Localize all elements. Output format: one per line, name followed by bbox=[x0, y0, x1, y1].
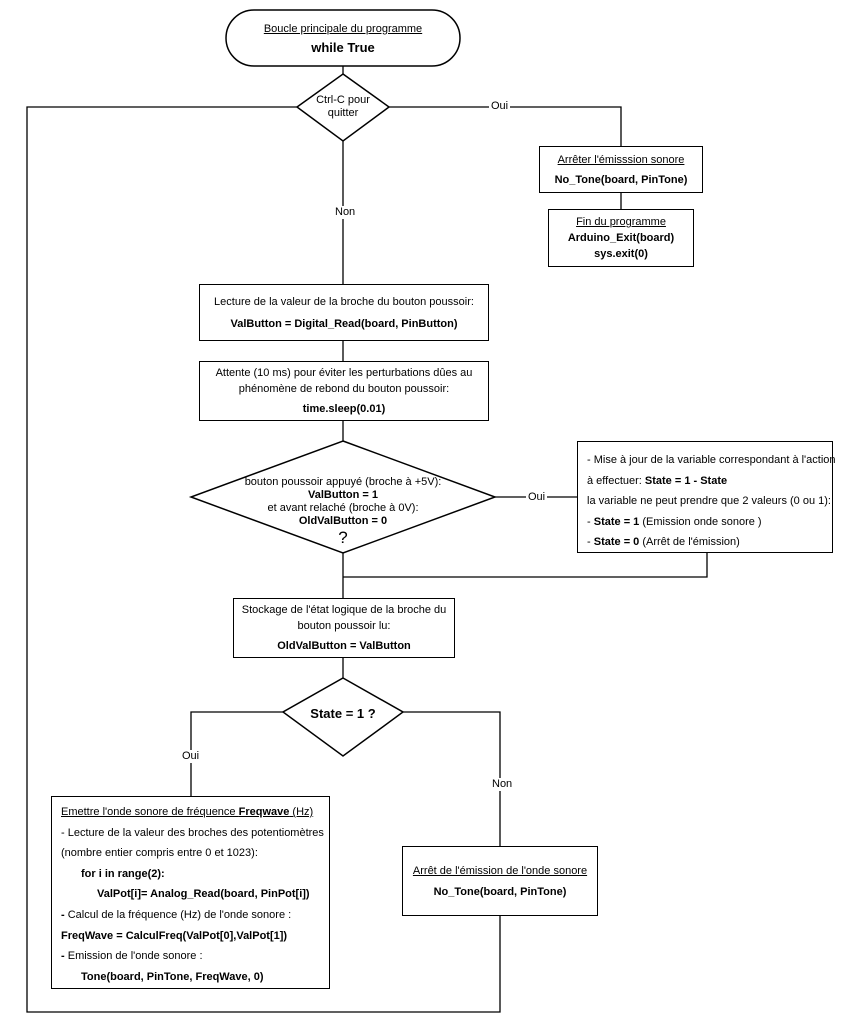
emit-line2: (nombre entier compris entre 0 et 1023): bbox=[61, 847, 258, 860]
emit-line7: - Emission de l'onde sonore : bbox=[61, 950, 203, 963]
stop-sound-code: No_Tone(board, PinTone) bbox=[554, 173, 688, 186]
connector-quit-oui bbox=[389, 106, 622, 146]
start-terminal-shape bbox=[225, 9, 461, 67]
button-decision-line4: OldValButton = 0 bbox=[298, 515, 388, 527]
button-decision-line3: et avant relaché (broche à 0V): bbox=[267, 502, 419, 514]
update-state-box: - Mise à jour de la variable corresponda… bbox=[577, 441, 836, 553]
button-decision-shape bbox=[188, 440, 498, 554]
connector-loop-back bbox=[26, 106, 501, 1013]
connector-update-return bbox=[343, 553, 708, 578]
update-state-line4: - State = 1 (Emission onde sonore ) bbox=[587, 515, 762, 528]
start-title: Boucle principale du programme bbox=[263, 22, 423, 35]
stop-wave-code: No_Tone(board, PinTone) bbox=[433, 885, 567, 898]
update-state-line2: à effectuer: State = 1 - State bbox=[587, 474, 728, 487]
end-program-box: Fin du programme Arduino_Exit(board) sys… bbox=[548, 209, 694, 267]
emit-line6: FreqWave = CalculFreq(ValPot[0],ValPot[1… bbox=[61, 929, 288, 942]
emit-title: Emettre l'onde sonore de fréquence Freqw… bbox=[61, 806, 314, 818]
store-state-line2: bouton poussoir lu: bbox=[297, 620, 391, 632]
emit-line4: ValPot[i]= Analog_Read(board, PinPot[i]) bbox=[97, 888, 310, 901]
state-decision-shape bbox=[281, 677, 405, 757]
button-decision-line1: bouton poussoir appuyé (broche à +5V): bbox=[244, 476, 442, 488]
label-non-top: Non bbox=[333, 206, 358, 219]
start-code: while True bbox=[311, 39, 375, 55]
wait-code: time.sleep(0.01) bbox=[302, 403, 386, 415]
read-button-code: ValButton = Digital_Read(board, PinButto… bbox=[230, 317, 458, 330]
connector-state-oui bbox=[190, 711, 283, 796]
wait-line1: Attente (10 ms) pour éviter les perturba… bbox=[215, 367, 473, 379]
label-oui-mid: Oui bbox=[526, 491, 548, 504]
wait-box: Attente (10 ms) pour éviter les perturba… bbox=[199, 361, 489, 421]
update-state-line5: - State = 0 (Arrêt de l'émission) bbox=[587, 536, 740, 548]
emit-line1: - Lecture de la valeur des broches des p… bbox=[61, 826, 324, 839]
end-program-title: Fin du programme bbox=[576, 216, 666, 228]
state-decision: State = 1 ? bbox=[283, 700, 403, 726]
wait-line2: phénomène de rebond du bouton poussoir: bbox=[238, 383, 450, 395]
read-button-text: Lecture de la valeur de la broche du bou… bbox=[214, 295, 474, 308]
emit-sound-box: Emettre l'onde sonore de fréquence Freqw… bbox=[51, 796, 330, 989]
start-terminal: Boucle principale du programme while Tru… bbox=[226, 10, 460, 66]
button-decision-line2: ValButton = 1 bbox=[308, 489, 378, 501]
label-non-bottom: Non bbox=[490, 778, 515, 791]
store-state-line1: Stockage de l'état logique de la broche … bbox=[241, 604, 447, 616]
store-state-box: Stockage de l'état logique de la broche … bbox=[233, 598, 455, 658]
update-state-line3: la variable ne peut prendre que 2 valeur… bbox=[587, 495, 831, 507]
stop-wave-box: Arrêt de l'émission de l'onde sonore No_… bbox=[402, 846, 598, 916]
store-state-code: OldValButton = ValButton bbox=[277, 640, 411, 652]
stop-sound-title: Arrêter l'émisssion sonore bbox=[557, 153, 685, 166]
button-decision: bouton poussoir appuyé (broche à +5V): V… bbox=[223, 474, 463, 550]
emit-line5: - Calcul de la fréquence (Hz) de l'onde … bbox=[61, 908, 292, 921]
emit-line3: for i in range(2): bbox=[81, 867, 165, 880]
label-oui-bottom: Oui bbox=[180, 750, 202, 763]
button-decision-question-mark: ? bbox=[338, 528, 348, 547]
quit-decision-line2: quitter bbox=[327, 107, 359, 119]
stop-wave-title: Arrêt de l'émission de l'onde sonore bbox=[412, 864, 588, 877]
end-program-code2: sys.exit(0) bbox=[594, 248, 648, 260]
connector-state-non bbox=[403, 711, 501, 846]
quit-decision-shape bbox=[295, 73, 391, 142]
update-state-line1: - Mise à jour de la variable corresponda… bbox=[587, 454, 836, 466]
label-oui-top: Oui bbox=[489, 100, 511, 113]
quit-decision-line1: Ctrl-C pour bbox=[316, 94, 370, 106]
end-program-code1: Arduino_Exit(board) bbox=[567, 232, 675, 244]
emit-line8: Tone(board, PinTone, FreqWave, 0) bbox=[81, 970, 264, 983]
stop-sound-box: Arrêter l'émisssion sonore No_Tone(board… bbox=[539, 146, 703, 193]
read-button-box: Lecture de la valeur de la broche du bou… bbox=[199, 284, 489, 341]
quit-decision: Ctrl-C pour quitter bbox=[297, 86, 389, 128]
state-decision-text: State = 1 ? bbox=[310, 705, 376, 721]
